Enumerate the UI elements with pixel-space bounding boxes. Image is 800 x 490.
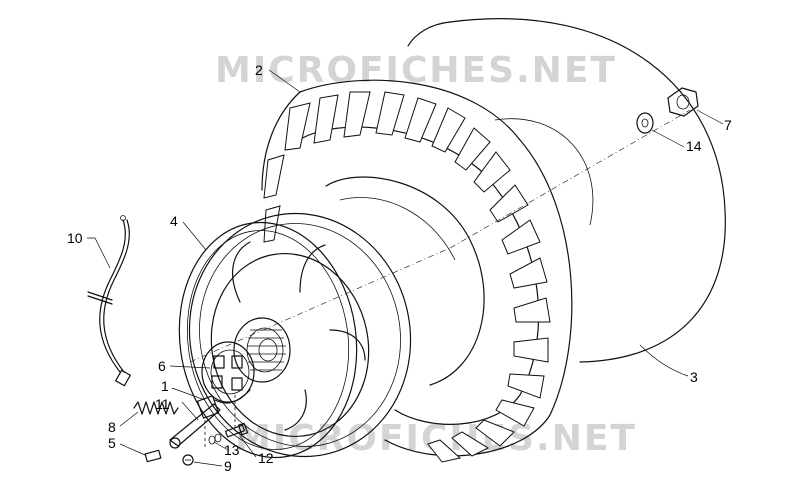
return-spring	[133, 401, 179, 415]
callout-13: 13	[224, 442, 240, 458]
pin	[144, 449, 162, 463]
brake-cable	[87, 215, 131, 387]
callout-12: 12	[258, 450, 274, 466]
callout-9: 9	[224, 458, 232, 474]
small-washers	[208, 433, 222, 445]
callout-7: 7	[724, 117, 732, 133]
washer	[636, 112, 654, 134]
leader-lines	[87, 69, 724, 467]
wheel-rim	[188, 212, 412, 458]
axle-nut	[667, 87, 699, 117]
callout-11: 11	[155, 396, 170, 412]
callout-1: 1	[161, 378, 169, 394]
axle-centerline	[189, 247, 451, 363]
callout-6: 6	[158, 358, 166, 374]
bolt	[224, 422, 249, 438]
callout-4: 4	[170, 213, 178, 229]
brake-lever	[169, 395, 221, 449]
callout-10: 10	[67, 230, 83, 246]
brake-disc	[407, 18, 726, 363]
wheel-hub	[233, 317, 291, 383]
callout-3: 3	[690, 369, 698, 385]
callout-5: 5	[108, 435, 116, 451]
callout-2: 2	[255, 62, 263, 78]
callout-8: 8	[108, 419, 116, 435]
callout-14: 14	[686, 138, 702, 154]
tyre	[261, 79, 573, 463]
brake-shoe-set	[201, 341, 255, 403]
screw	[182, 454, 194, 466]
watermark-top: MICROFICHES.NET	[215, 50, 617, 91]
